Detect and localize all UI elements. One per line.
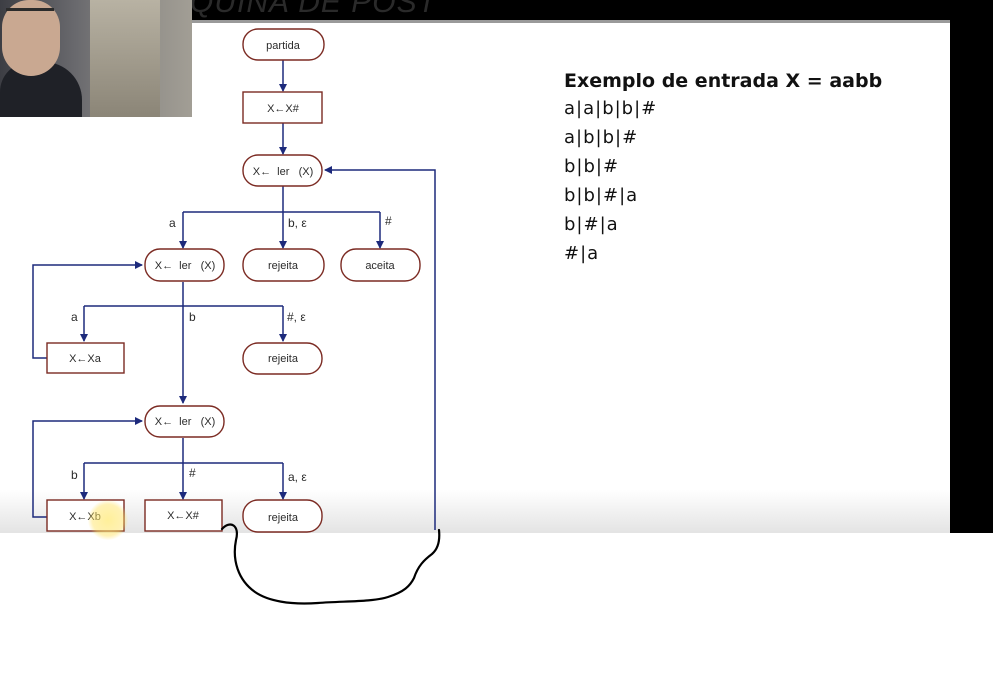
example-line-3: b|b|# xyxy=(564,156,620,177)
node-accept xyxy=(340,248,421,282)
node-reject1-label: rejeita xyxy=(268,260,299,272)
node-read2 xyxy=(144,248,225,282)
node-read1 xyxy=(242,154,323,187)
node-reject2-label: rejeita xyxy=(268,353,299,365)
edge-label-read1-b-eps: b, ε xyxy=(288,216,307,230)
flowchart-edges xyxy=(32,60,436,530)
right-black-bar xyxy=(950,0,993,533)
edge-loop-to-read2 xyxy=(32,261,143,359)
node-accept-label: aceita xyxy=(365,260,395,272)
webcam-overlay xyxy=(0,0,192,117)
mouse-pointer-highlight xyxy=(88,500,128,540)
example-line-6: #|a xyxy=(564,243,600,264)
node-reject2 xyxy=(242,342,323,375)
node-read3-label: X← ler (X) xyxy=(155,416,216,428)
node-read1-label: X← ler (X) xyxy=(253,166,314,178)
node-append-a xyxy=(46,342,125,374)
edge-label-read3-b: b xyxy=(71,468,78,482)
example-title: Exemplo de entrada X = aabb xyxy=(564,70,883,92)
edge-label-read2-b: b xyxy=(189,310,196,324)
node-reject3-label: rejeita xyxy=(268,512,299,524)
edge-label-read1-hash: # xyxy=(385,214,392,228)
node-append-a-label: X←Xa xyxy=(69,353,102,365)
node-reject1 xyxy=(242,248,325,282)
example-line-2: a|b|b|# xyxy=(564,127,639,148)
edge-label-read2-a: a xyxy=(71,310,78,324)
title-rule xyxy=(190,20,950,23)
edge-label-read3-a-eps: a, ε xyxy=(288,470,307,484)
edge-label-read3-hash: # xyxy=(189,466,196,480)
example-line-5: b|#|a xyxy=(564,214,619,235)
node-reject3 xyxy=(242,499,323,533)
edge-label-read1-a: a xyxy=(169,216,176,230)
edge-label-read2-hash-eps: #, ε xyxy=(287,310,306,324)
slide-title: QUINA DE POST xyxy=(190,0,437,19)
handwritten-loop-annotation xyxy=(220,523,441,605)
slide-title-bar: QUINA DE POST xyxy=(0,0,993,20)
node-read2-label: X← ler (X) xyxy=(155,260,216,272)
node-start xyxy=(242,28,325,61)
node-read3 xyxy=(144,405,225,438)
node-init-label: X←X# xyxy=(267,103,300,115)
edge-loop-to-read3 xyxy=(32,417,143,518)
edge-loop-to-read1 xyxy=(324,166,436,530)
node-append-hash xyxy=(144,499,223,532)
node-init xyxy=(242,91,323,124)
node-start-label: partida xyxy=(266,40,301,52)
example-line-4: b|b|#|a xyxy=(564,185,639,206)
example-block: Exemplo de entrada X = aabb a|a|b|b|# a|… xyxy=(564,68,882,268)
node-append-hash-label: X←X# xyxy=(167,510,200,522)
example-line-1: a|a|b|b|# xyxy=(564,98,658,119)
